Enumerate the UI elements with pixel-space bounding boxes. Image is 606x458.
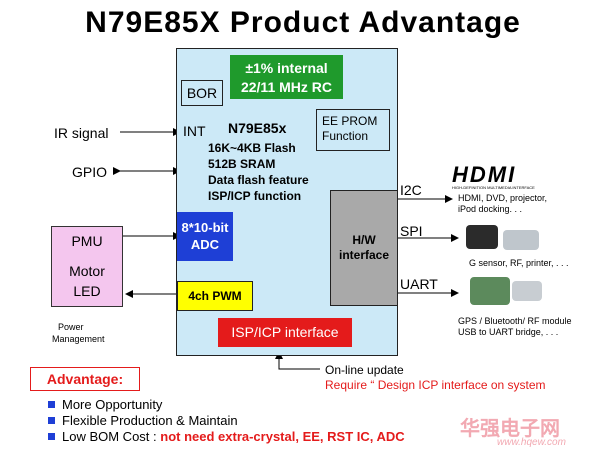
- feature-list: 16K~4KB Flash 512B SRAM Data flash featu…: [208, 140, 309, 204]
- advantage-list: More Opportunity Flexible Production & M…: [48, 397, 405, 445]
- isp-icp-block: ISP/ICP interface: [218, 318, 352, 347]
- page-title: N79E85X Product Advantage: [85, 6, 521, 39]
- hw-line-2: interface: [338, 248, 390, 262]
- advantage-item: More Opportunity: [48, 397, 405, 413]
- bor-block: BOR: [181, 80, 223, 106]
- pmu-block: PMU Motor LED: [51, 226, 123, 307]
- gpio-label: GPIO: [72, 164, 108, 180]
- hdmi-description: HDMI, DVD, projector, iPod docking. . .: [458, 193, 547, 215]
- hdmi-logo-subtext: HIGH-DEFINITION MULTIMEDIA INTERFACE: [452, 185, 535, 190]
- advantage-item: Low BOM Cost : not need extra-crystal, E…: [48, 429, 405, 445]
- hdmi-logo-text: HDMI: [452, 162, 517, 187]
- feature-item: ISP/ICP function: [208, 189, 302, 203]
- advantage-text: Flexible Production & Maintain: [62, 413, 238, 428]
- eeprom-line-2: Function: [322, 129, 369, 143]
- internal-rc-block: ±1% internal 22/11 MHz RC: [230, 55, 343, 99]
- rc-line-2: 22/11 MHz RC: [240, 79, 333, 95]
- advantage-heading: Advantage:: [30, 367, 140, 391]
- usb-bridge-icon: [512, 281, 542, 301]
- i2c-label: I2C: [400, 182, 422, 198]
- spi-description: G sensor, RF, printer, . . .: [469, 258, 569, 268]
- pwm-block: 4ch PWM: [177, 281, 253, 311]
- hw-line-1: H/W: [352, 233, 376, 247]
- eeprom-line-1: EE PROM: [322, 114, 378, 128]
- ir-signal-label: IR signal: [54, 125, 109, 141]
- icp-requirement-note: Require “ Design ICP interface on system: [325, 378, 546, 392]
- printer-icon: [503, 230, 539, 250]
- online-update-arrow: [275, 351, 320, 370]
- hw-interface-block: H/W interface: [330, 190, 398, 306]
- adc-block: 8*10-bit ADC: [177, 212, 233, 261]
- watermark-logo: 华强电子网: [460, 418, 560, 440]
- advantage-text: Low BOM Cost :: [62, 429, 161, 444]
- rc-line-1: ±1% internal: [245, 60, 328, 76]
- power-management-label: Power Management: [52, 321, 105, 345]
- advantage-highlight: not need extra-crystal, EE, RST IC, ADC: [160, 429, 405, 444]
- feature-item: Data flash feature: [208, 173, 309, 187]
- hdmi-logo: HDMI HIGH-DEFINITION MULTIMEDIA INTERFAC…: [452, 162, 544, 191]
- watermark-url: www.hqew.com: [497, 437, 566, 448]
- gps-module-icon: [470, 277, 510, 305]
- adc-line-2: ADC: [190, 237, 220, 252]
- int-label: INT: [183, 123, 206, 139]
- feature-item: 512B SRAM: [208, 157, 276, 171]
- spi-label: SPI: [400, 223, 423, 239]
- sensor-chip-icon: [466, 225, 498, 249]
- power-line: Power: [58, 322, 84, 332]
- feature-item: 16K~4KB Flash: [208, 141, 296, 155]
- online-update-label: On-line update: [325, 363, 404, 377]
- management-line: Management: [52, 334, 105, 344]
- uart-desc-line: USB to UART bridge, . . .: [458, 327, 559, 337]
- part-number: N79E85x: [228, 120, 287, 136]
- uart-desc-line: GPS / Bluetooth/ RF module: [458, 316, 572, 326]
- uart-label: UART: [400, 276, 438, 292]
- led-line: LED: [73, 283, 101, 299]
- hdmi-desc-line: HDMI, DVD, projector,: [458, 193, 548, 203]
- uart-description: GPS / Bluetooth/ RF module USB to UART b…: [458, 316, 572, 338]
- advantage-item: Flexible Production & Maintain: [48, 413, 405, 429]
- hdmi-desc-line: iPod docking. . .: [458, 204, 523, 214]
- eeprom-block: EE PROM Function: [316, 109, 390, 151]
- advantage-text: More Opportunity: [62, 397, 163, 412]
- pmu-line: PMU: [71, 233, 103, 249]
- motor-line: Motor: [69, 263, 105, 279]
- adc-line-1: 8*10-bit: [181, 220, 229, 235]
